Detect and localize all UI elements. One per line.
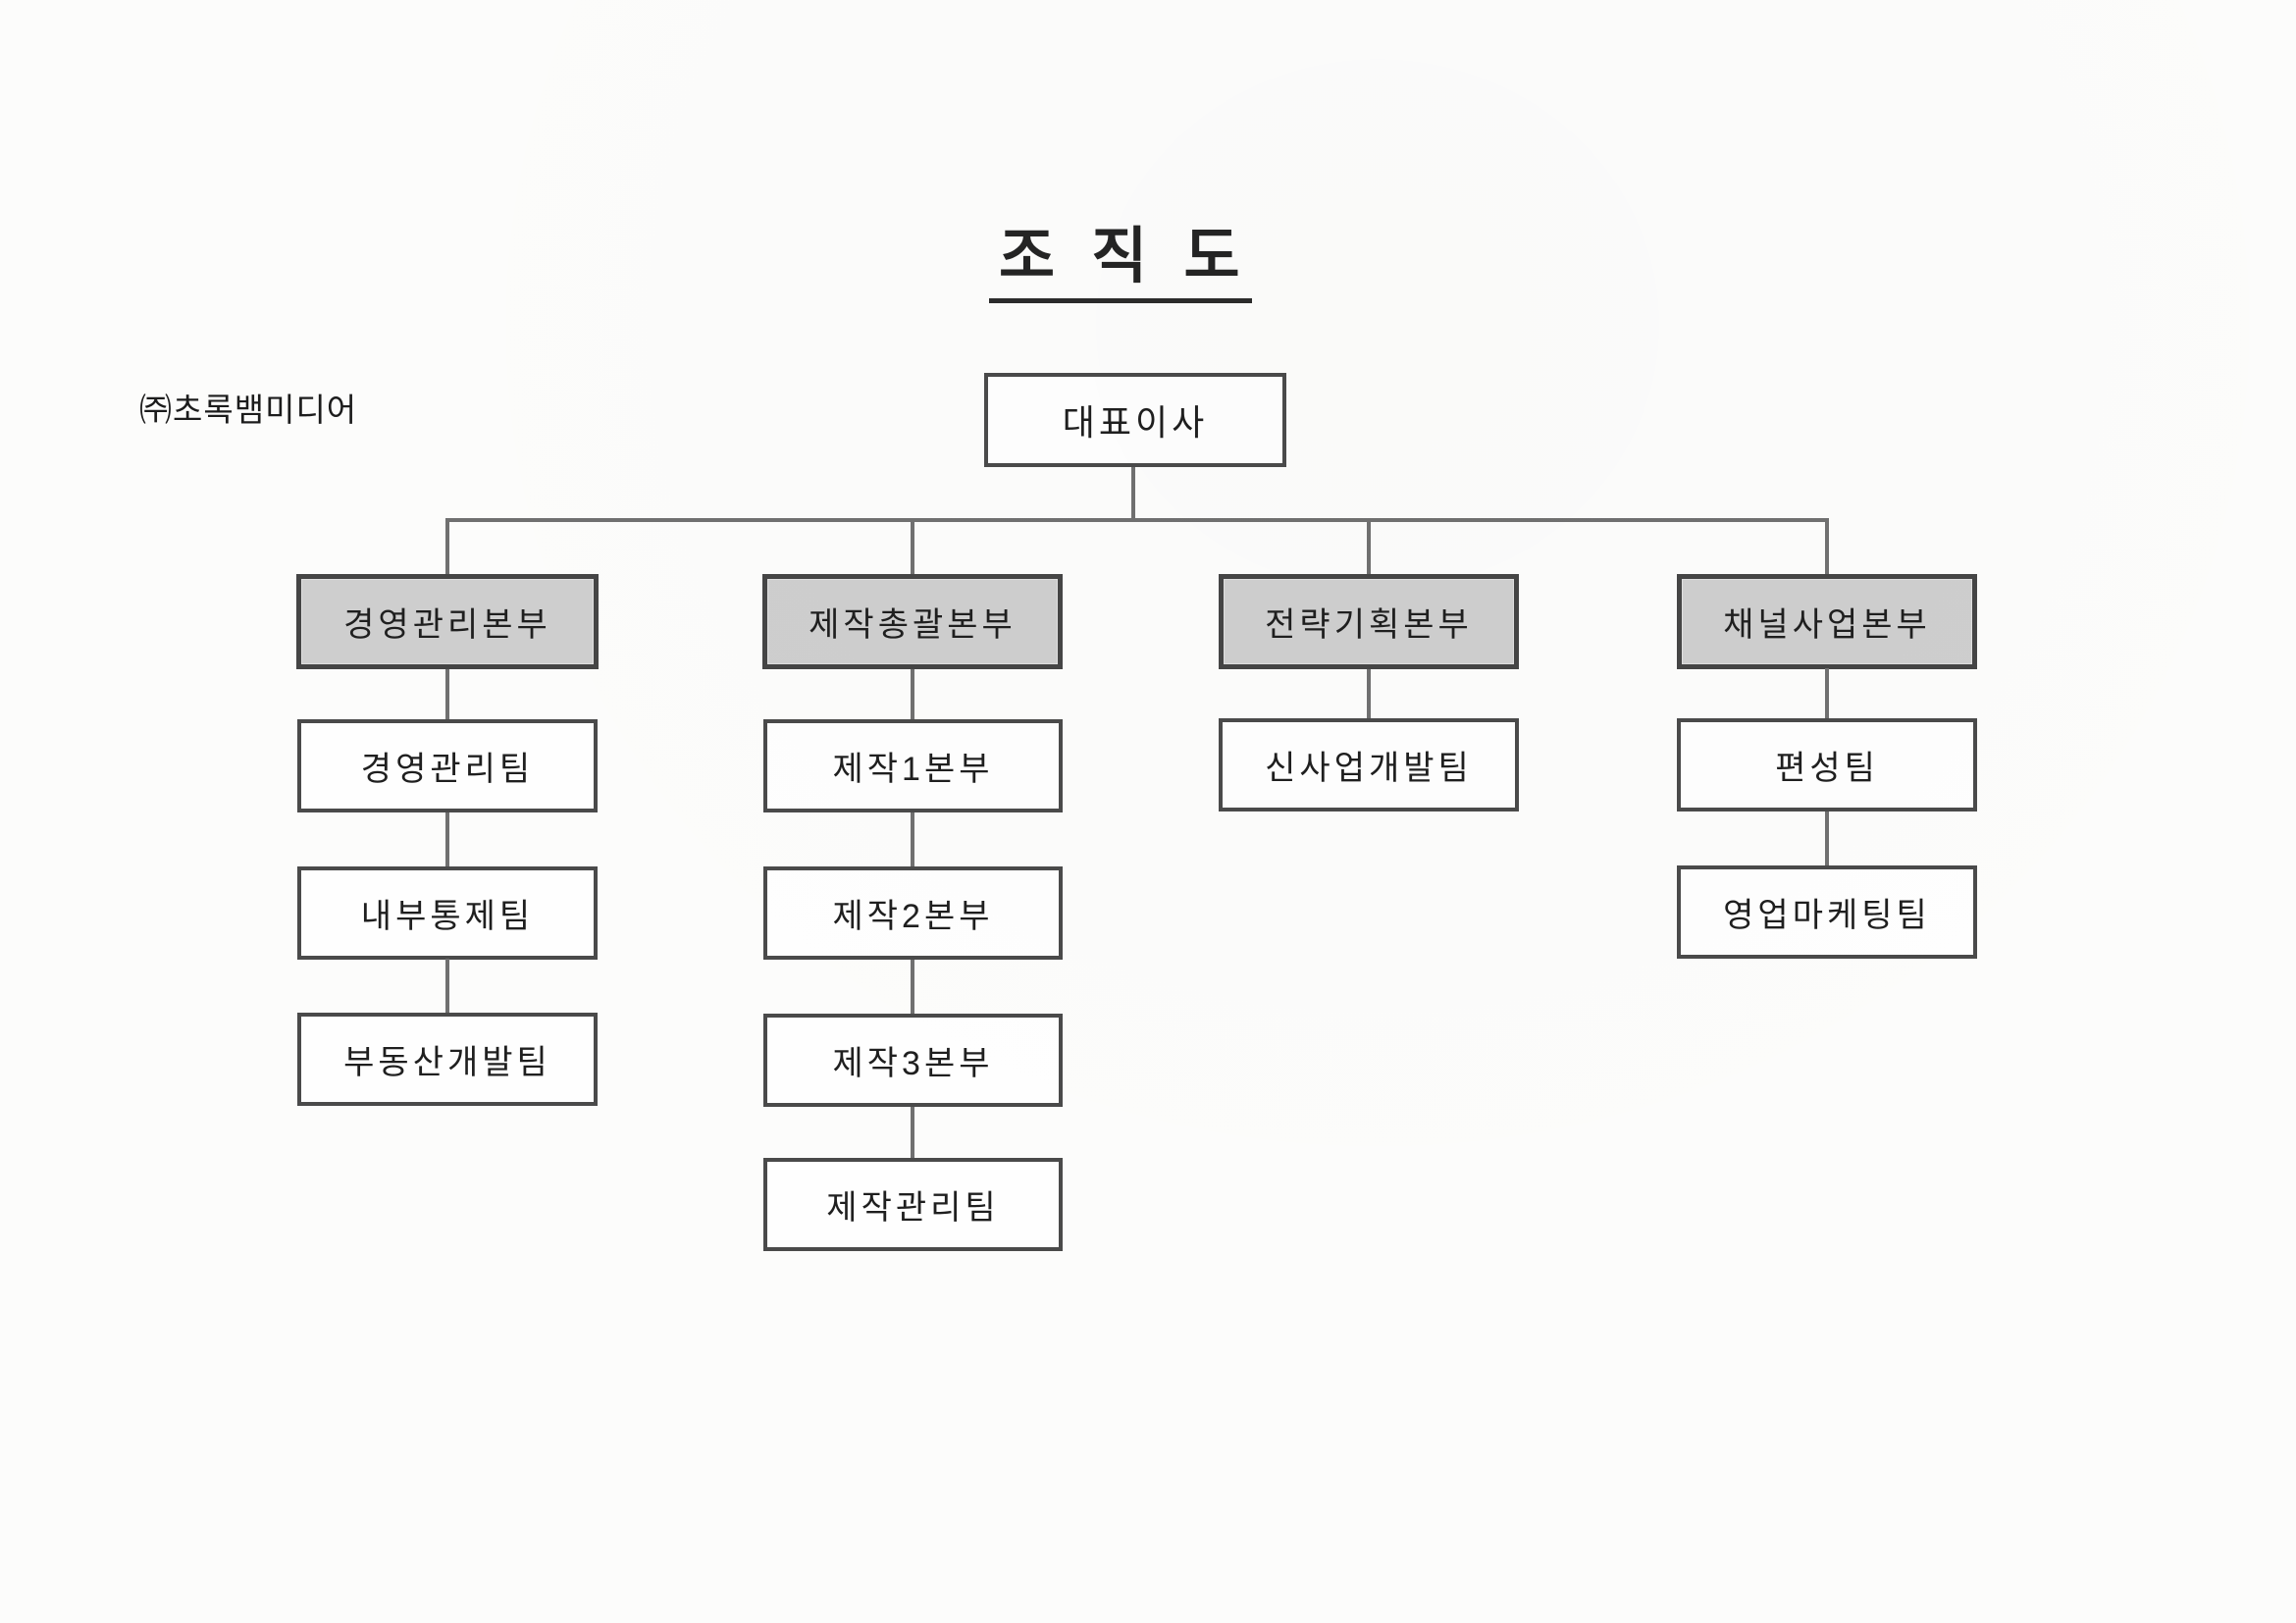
connector-col2-4	[911, 1107, 914, 1158]
org-node-division-strategy: 전략기획본부	[1219, 574, 1519, 669]
connector-drop-division-2	[911, 518, 914, 576]
org-node-team: 경영관리팀	[297, 719, 598, 812]
company-name: ㈜초록뱀미디어	[139, 392, 358, 428]
org-node-team: 제작3본부	[763, 1014, 1063, 1107]
page-title: 조 직 도	[989, 222, 1252, 303]
connector-col3-1	[1367, 669, 1371, 718]
connector-col1-2	[445, 812, 449, 866]
org-node-division-management: 경영관리본부	[296, 574, 599, 669]
connector-col4-1	[1825, 668, 1829, 718]
org-node-team: 영업마케팅팀	[1677, 865, 1977, 959]
org-node-team: 신사업개발팀	[1219, 718, 1519, 812]
org-node-team: 제작2본부	[763, 866, 1063, 960]
org-node-team: 편성팀	[1677, 718, 1977, 812]
org-node-ceo: 대표이사	[984, 373, 1286, 467]
connector-ceo-drop	[1131, 467, 1135, 520]
org-node-division-channel: 채널사업본부	[1677, 574, 1977, 669]
org-node-team: 부동산개발팀	[297, 1013, 598, 1106]
connector-col4-2	[1825, 812, 1829, 865]
connector-drop-division-1	[445, 518, 449, 576]
org-node-division-production: 제작총괄본부	[762, 574, 1063, 669]
org-node-team: 내부통제팀	[297, 866, 598, 960]
connector-col2-1	[911, 669, 914, 719]
connector-col2-3	[911, 960, 914, 1014]
connector-col1-3	[445, 959, 449, 1013]
org-node-team: 제작관리팀	[763, 1158, 1063, 1251]
connector-drop-division-4	[1825, 518, 1829, 576]
org-node-team: 제작1본부	[763, 719, 1063, 812]
connector-col2-2	[911, 812, 914, 866]
connector-bus	[445, 518, 1829, 522]
connector-col1-1	[445, 669, 449, 719]
connector-drop-division-3	[1367, 518, 1371, 576]
